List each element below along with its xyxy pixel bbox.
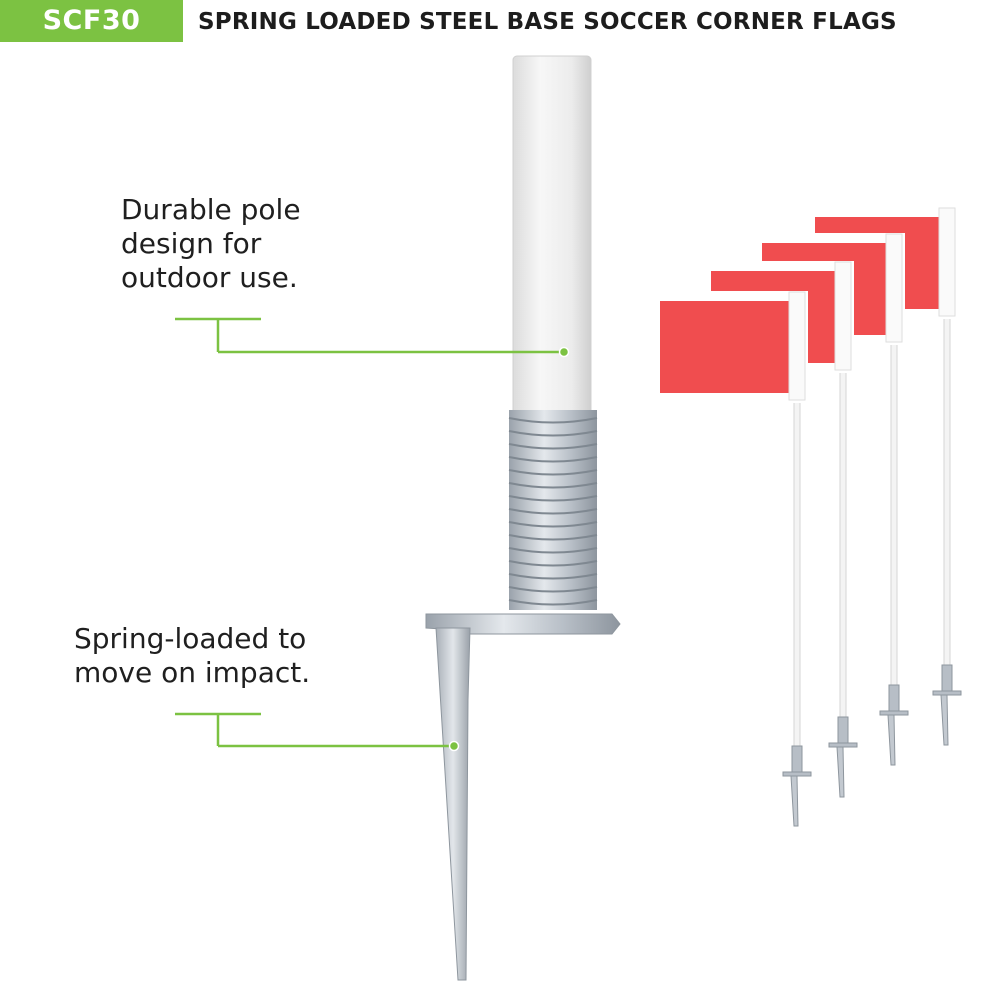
main-spring — [508, 410, 598, 610]
main-pole — [512, 55, 592, 417]
callout-line-2 — [175, 712, 454, 748]
corner-flag — [650, 291, 812, 827]
corner-flag-set — [650, 207, 962, 827]
callout-pole-text: Durable pole design for outdoor use. — [121, 193, 301, 294]
ground-spike — [435, 627, 471, 981]
callout-line-1 — [175, 317, 564, 354]
callout-spring-text: Spring-loaded to move on impact. — [74, 622, 311, 689]
model-badge: SCF30 — [0, 0, 183, 42]
base-plate — [425, 613, 621, 635]
callout-dot-1 — [558, 346, 570, 358]
callout-dot-2 — [448, 740, 460, 752]
page-title: SPRING LOADED STEEL BASE SOCCER CORNER F… — [198, 9, 897, 35]
